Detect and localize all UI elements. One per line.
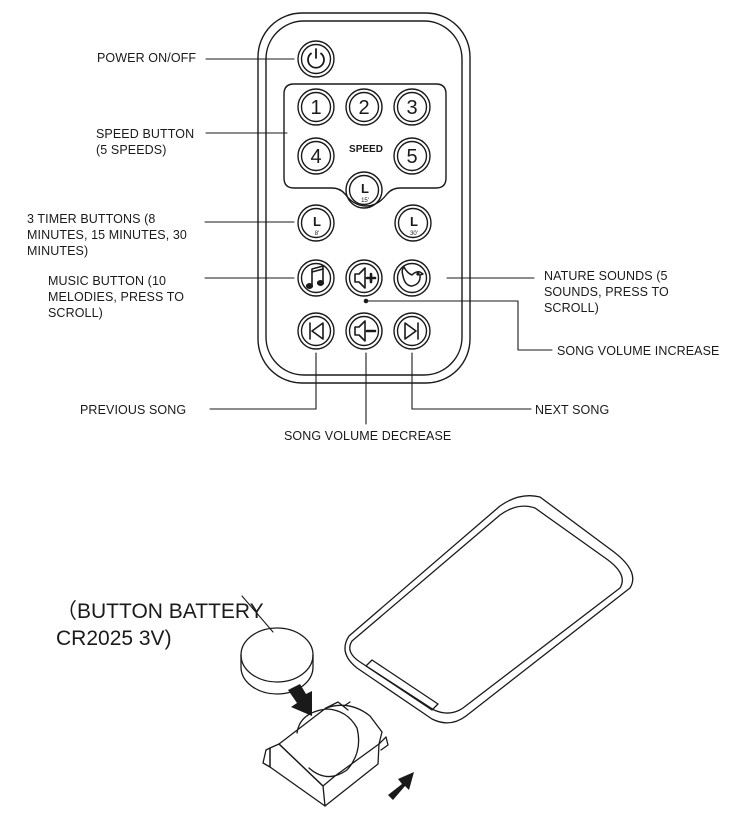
power-label: POWER ON/OFF	[97, 51, 197, 65]
volume-up-icon	[354, 267, 377, 289]
insert-arrow-right	[388, 772, 414, 800]
volume-up-button[interactable]	[345, 259, 383, 297]
volume-increase-label: SONG VOLUME INCREASE	[557, 344, 720, 358]
speed-panel	[283, 83, 447, 207]
music-button[interactable]	[297, 259, 335, 297]
speed-button-2[interactable]	[345, 88, 383, 126]
nature-sounds-label: NATURE SOUNDS (5 SOUNDS, PRESS TO SCROLL…	[544, 269, 669, 315]
remote-body-outer	[257, 12, 471, 384]
battery-illustration	[240, 495, 634, 807]
music-button-label: MUSIC BUTTON (10 MELODIES, PRESS TO SCRO…	[48, 274, 185, 320]
timer-button-15[interactable]	[345, 171, 383, 209]
timer-icon-8: L	[313, 214, 321, 229]
timer-label-8: 8'	[315, 231, 319, 237]
speed-panel-title: SPEED	[349, 144, 383, 155]
speed-button-label: SPEED BUTTON (5 SPEEDS)	[96, 127, 195, 157]
volume-down-button[interactable]	[345, 312, 383, 350]
remote-back-inner	[349, 505, 623, 714]
power-icon	[307, 48, 325, 69]
volume-decrease-label: SONG VOLUME DECREASE	[284, 429, 452, 443]
previous-icon	[309, 322, 324, 340]
speed-button-4[interactable]	[297, 137, 335, 175]
insert-arrow-down	[288, 684, 312, 716]
battery-slot	[365, 659, 439, 711]
coin-battery	[240, 627, 314, 695]
speed-button-5[interactable]	[393, 137, 431, 175]
speed-button-1[interactable]	[297, 88, 335, 126]
timer-label-30: 30'	[410, 231, 418, 237]
timer-icon-15: L	[361, 181, 369, 196]
next-song-label: NEXT SONG	[535, 403, 610, 417]
remote-back-outer	[344, 495, 634, 724]
volume-pointer-dot	[363, 298, 369, 304]
leader-lines	[204, 58, 553, 425]
timer-buttons-label: 3 TIMER BUTTONS (8 MINUTES, 15 MINUTES, …	[27, 212, 187, 258]
timer-label-15: 15'	[361, 198, 369, 204]
speed-label-5: 5	[406, 146, 417, 168]
music-note-icon	[305, 265, 325, 289]
arrow-icon	[288, 684, 414, 800]
speed-label-3: 3	[406, 97, 417, 119]
timer-icon-30: L	[410, 214, 418, 229]
speed-label-2: 2	[358, 97, 369, 119]
bird-icon	[401, 266, 424, 287]
battery-leader	[241, 595, 274, 633]
previous-song-label: PREVIOUS SONG	[80, 403, 187, 417]
speed-label-1: 1	[310, 97, 321, 119]
previous-button[interactable]	[297, 312, 335, 350]
remote-body-inner	[265, 20, 463, 376]
next-icon	[404, 322, 419, 340]
battery-tray	[262, 701, 389, 807]
battery-label: （BUTTON BATTERY CR2025 3V)	[56, 600, 264, 650]
speed-label-4: 4	[310, 146, 321, 168]
timer-button-8[interactable]	[297, 204, 335, 242]
next-button[interactable]	[393, 312, 431, 350]
volume-down-icon	[354, 320, 377, 342]
speed-button-3[interactable]	[393, 88, 431, 126]
timer-button-30[interactable]	[394, 204, 432, 242]
button-text-layer: 1 2 3 4 5 SPEED L 15' L 8' L 30'	[310, 97, 418, 237]
power-button[interactable]	[297, 40, 335, 78]
nature-sounds-button[interactable]	[393, 259, 431, 297]
